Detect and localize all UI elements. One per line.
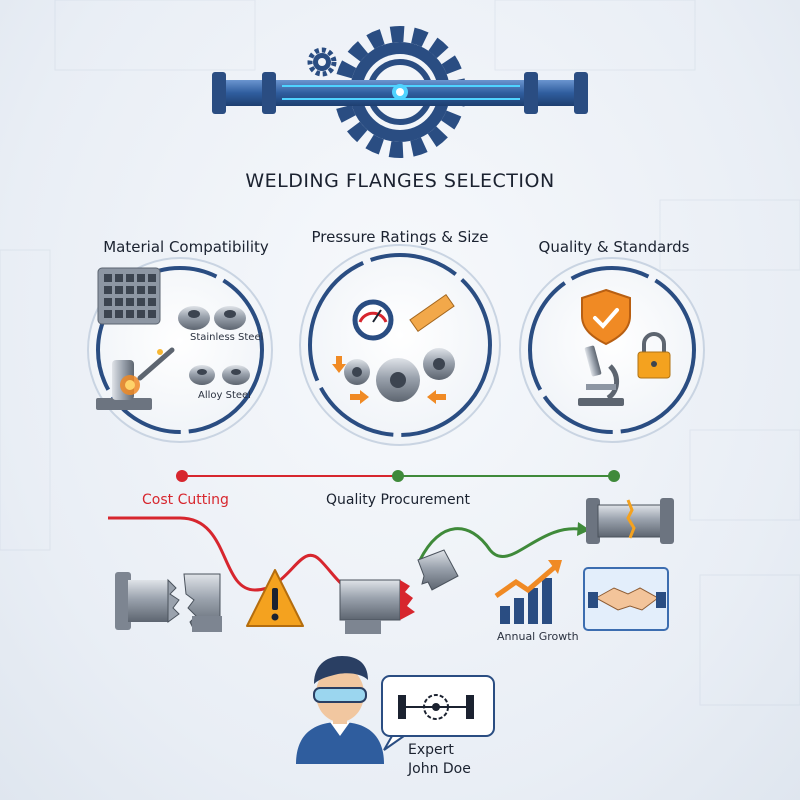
label-quality-procurement: Quality Procurement (326, 492, 470, 508)
warning-icon (246, 569, 304, 627)
alloy-steel-rings-icon (189, 365, 250, 385)
growth-curve (418, 527, 586, 561)
growth-chart-icon (494, 560, 562, 624)
small-gear-icon (307, 47, 337, 77)
label-stainless-steel: Stainless Steel (190, 332, 264, 343)
header-pipe-gear-icon (212, 26, 588, 158)
padlock-icon (637, 332, 671, 379)
background-decor (0, 0, 800, 706)
expert-role: Expert (408, 742, 454, 758)
shield-check-icon (581, 288, 631, 346)
welding-torch-icon (96, 347, 175, 410)
flange-disc-icons (344, 348, 455, 402)
stainless-steel-rings-icon (178, 306, 246, 330)
section-pressure-circle (299, 244, 501, 446)
risk-curve (108, 516, 361, 593)
page-title: WELDING FLANGES SELECTION (245, 170, 555, 192)
timeline-dot-quality (392, 470, 404, 482)
microscope-icon (578, 345, 624, 406)
label-annual-growth: Annual Growth (497, 630, 579, 643)
label-alloy-steel: Alloy Steel (198, 390, 251, 401)
expert-name: John Doe (408, 761, 471, 777)
orange-arrows-icon (332, 356, 446, 404)
expert-avatar (296, 656, 384, 764)
label-cost-cutting: Cost Cutting (142, 492, 229, 508)
ruler-icon (409, 293, 455, 333)
section-title-pressure: Pressure Ratings & Size (311, 228, 489, 246)
section-title-quality: Quality & Standards (538, 238, 690, 256)
broken-elbow-pipe-icon (339, 549, 459, 634)
material-grid-icon (97, 267, 161, 325)
mini-pipe-gear-icon (398, 694, 474, 720)
speech-bubble (381, 675, 495, 751)
section-quality-circle (519, 257, 705, 443)
gauge-icon (352, 299, 394, 341)
joined-pipe-icon (586, 498, 674, 544)
section-title-material: Material Compatibility (103, 238, 269, 256)
broken-pipe-left-icon (115, 572, 222, 632)
handshake-icon (583, 567, 669, 631)
timeline-dot-cost (176, 470, 188, 482)
timeline-dot-growth (608, 470, 620, 482)
timeline-bar (176, 470, 620, 482)
